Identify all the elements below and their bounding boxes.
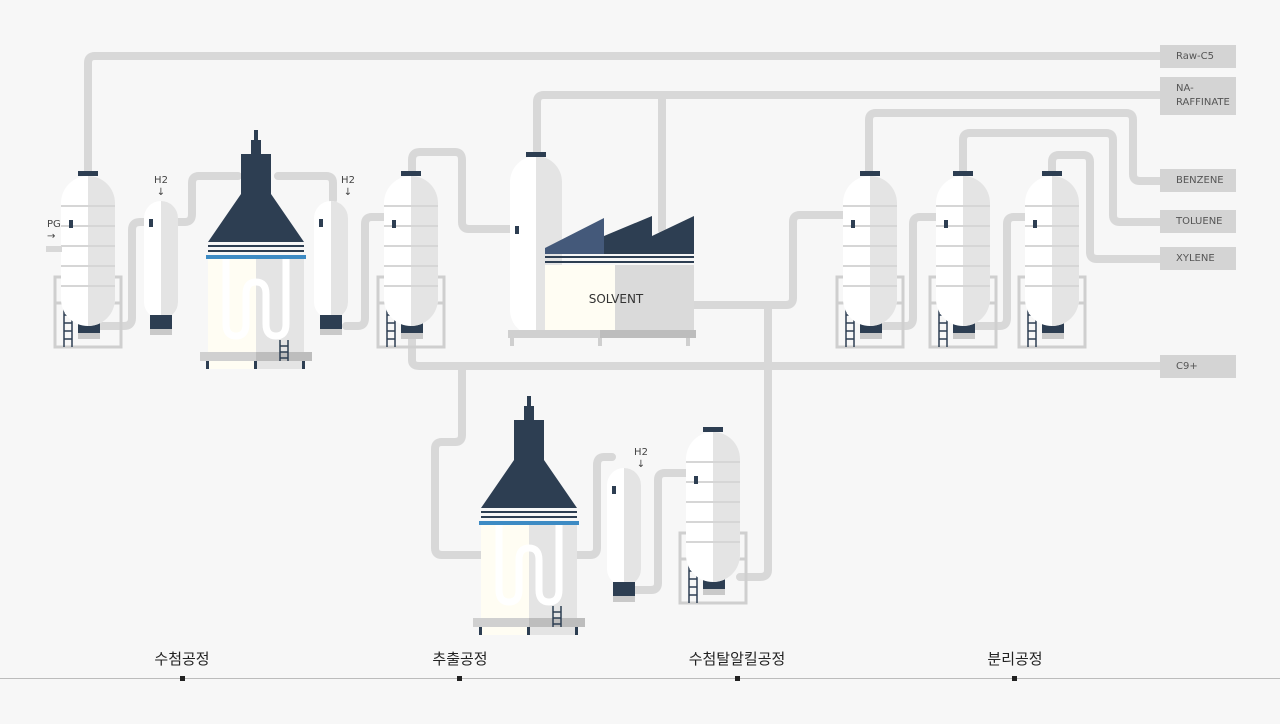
h2-input-label-3: H2 ↓ <box>634 447 648 471</box>
timeline-dot-3 <box>735 676 740 681</box>
timeline-dot-2 <box>457 676 462 681</box>
output-c9plus-label: C9+ <box>1176 360 1198 372</box>
output-c9plus: C9+ <box>1160 355 1236 378</box>
output-raw-c5: Raw-C5 <box>1160 45 1236 68</box>
pg-arrow-icon: → <box>47 231 56 242</box>
h2-arrow-down-icon: ↓ <box>156 187 166 198</box>
output-benzene: BENZENE <box>1160 169 1236 192</box>
stage-hydrotreating: 수첨공정 <box>154 650 210 668</box>
pipes <box>84 52 1164 594</box>
solvent-label: SOLVENT <box>588 292 644 306</box>
separation-section <box>835 170 1087 349</box>
h2-text: H2 <box>341 175 355 186</box>
stage-hydrodealkylation: 수첨탈알킬공정 <box>688 650 786 668</box>
extraction-section <box>508 152 696 346</box>
output-xylene: XYLENE <box>1160 247 1236 270</box>
hydro-section <box>46 130 446 369</box>
output-na-raffinate-label: NA- RAFFINATE <box>1176 83 1230 108</box>
output-xylene-label: XYLENE <box>1176 252 1215 264</box>
h2-input-label-1: H2 ↓ <box>154 175 168 199</box>
h2-arrow-down-icon: ↓ <box>636 459 646 470</box>
pg-input-label: PG → <box>47 219 61 243</box>
output-na-raffinate: NA- RAFFINATE <box>1160 77 1236 115</box>
h2-text: H2 <box>634 447 648 458</box>
stage-extraction: 추출공정 <box>432 650 488 668</box>
output-benzene-label: BENZENE <box>1176 174 1224 186</box>
timeline-dot-1 <box>180 676 185 681</box>
h2-arrow-down-icon: ↓ <box>343 187 353 198</box>
h2-input-label-2: H2 ↓ <box>341 175 355 199</box>
h2-text: H2 <box>154 175 168 186</box>
output-raw-c5-label: Raw-C5 <box>1176 50 1214 62</box>
output-toluene-label: TOLUENE <box>1176 215 1223 227</box>
timeline-axis <box>0 678 1280 679</box>
stage-separation: 분리공정 <box>987 650 1043 668</box>
pg-text: PG <box>47 219 61 230</box>
dealkylation-section <box>473 396 748 635</box>
output-toluene: TOLUENE <box>1160 210 1236 233</box>
timeline-dot-4 <box>1012 676 1017 681</box>
